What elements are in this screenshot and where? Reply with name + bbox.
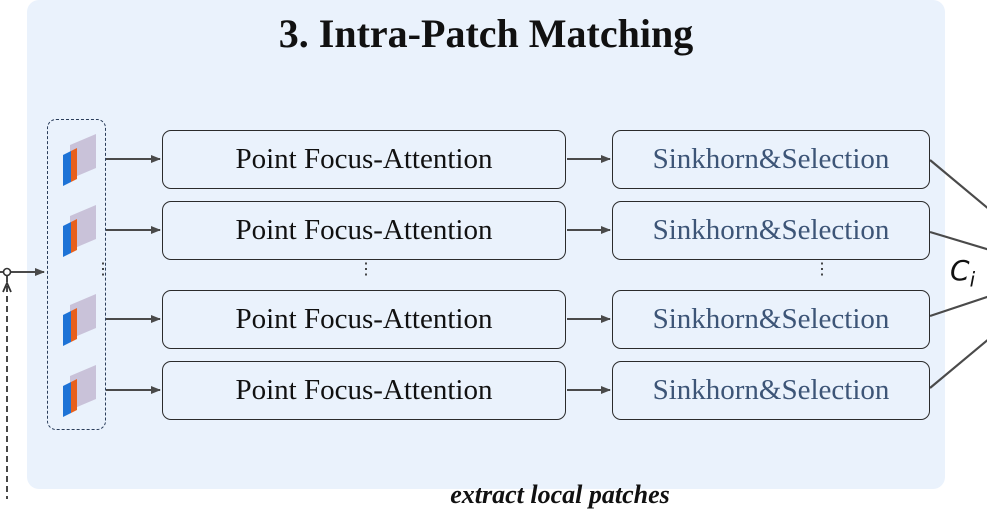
sinkhorn-selection-block-2: Sinkhorn&Selection	[612, 201, 930, 260]
ellipsis-patches: ⋮	[95, 262, 111, 278]
bottom-caption: extract local patches	[450, 480, 670, 509]
output-subscript: i	[969, 267, 976, 292]
point-focus-attention-block-4: Point Focus-Attention	[162, 361, 566, 420]
dashed-line-arrowhead	[2, 280, 12, 293]
sinkhorn-selection-block-3: Sinkhorn&Selection	[612, 290, 930, 349]
output-symbol: Ci	[950, 254, 976, 292]
patch-icon-3	[63, 294, 96, 346]
point-focus-attention-block-2: Point Focus-Attention	[162, 201, 566, 260]
patch-icon-2	[63, 205, 96, 257]
patch-icon-1	[63, 134, 96, 186]
sinkhorn-selection-block-4: Sinkhorn&Selection	[612, 361, 930, 420]
ellipsis-attention: ⋮	[358, 262, 374, 278]
patch-icon-4	[63, 365, 96, 417]
point-focus-attention-block-1: Point Focus-Attention	[162, 130, 566, 189]
panel-title: 3. Intra-Patch Matching	[278, 11, 694, 56]
input-junction	[2, 267, 12, 277]
ellipsis-selection: ⋮	[814, 262, 830, 278]
point-focus-attention-block-3: Point Focus-Attention	[162, 290, 566, 349]
connector-layer	[0, 134, 987, 499]
sinkhorn-selection-block-1: Sinkhorn&Selection	[612, 130, 930, 189]
patch-group-box	[47, 119, 106, 430]
